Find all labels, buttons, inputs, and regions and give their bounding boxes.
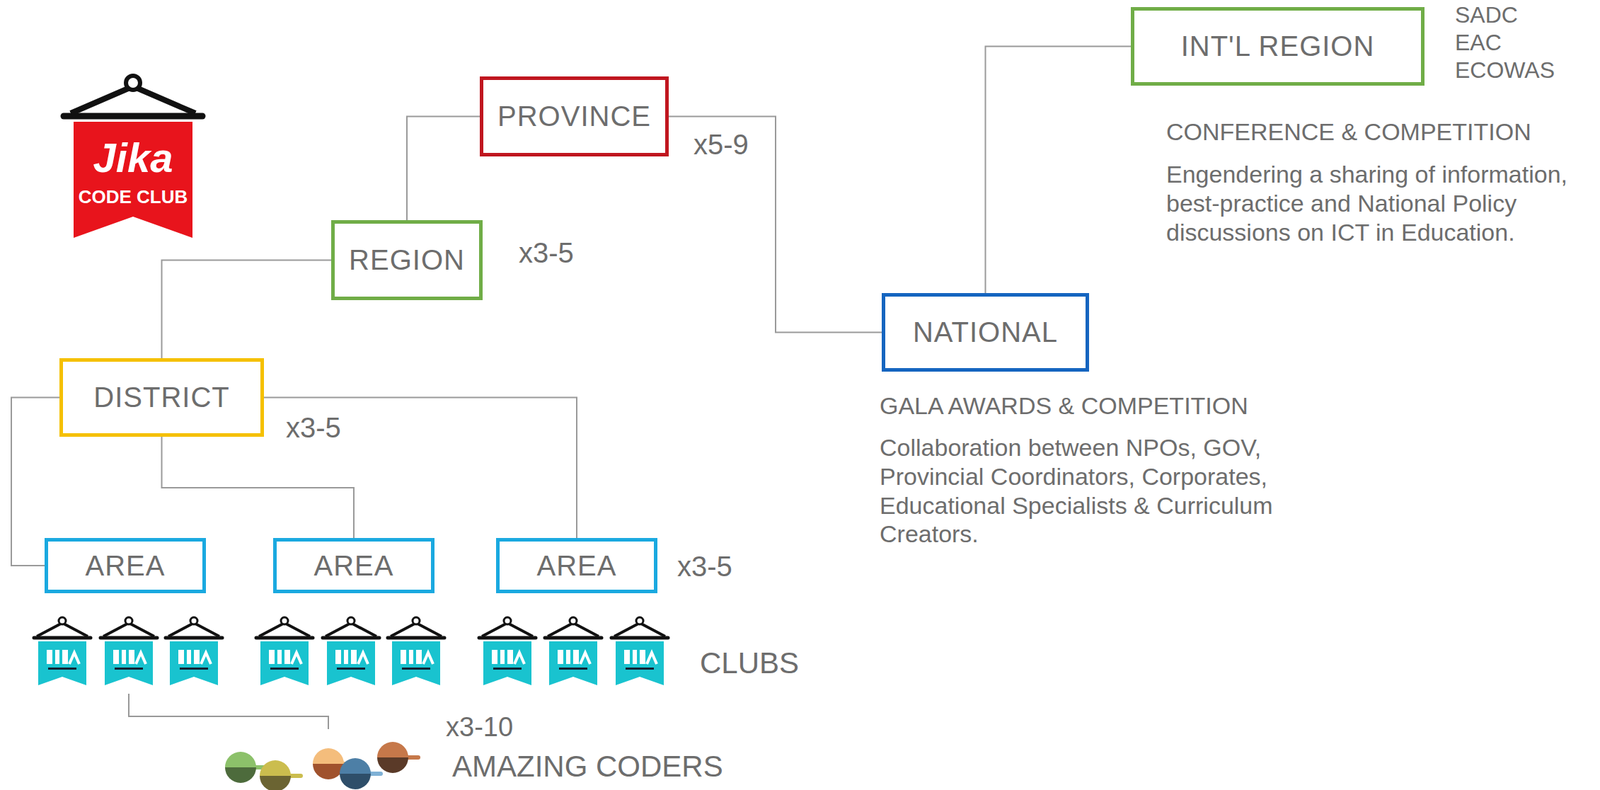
box-label: PROVINCE bbox=[497, 100, 652, 133]
coder-head bbox=[339, 757, 381, 790]
connector bbox=[162, 260, 332, 359]
multiplier: x3-5 bbox=[677, 549, 733, 584]
district-box: DISTRICT bbox=[59, 358, 264, 437]
region-name: SADC bbox=[1454, 1, 1518, 29]
clubs-label: CLUBS bbox=[699, 645, 799, 681]
club-icons bbox=[33, 617, 669, 686]
club-icon bbox=[165, 617, 223, 686]
connector bbox=[668, 116, 882, 333]
leader-line bbox=[128, 693, 329, 729]
box-label: AREA bbox=[537, 549, 618, 582]
club-icon bbox=[611, 617, 669, 686]
coder-heads bbox=[225, 741, 419, 790]
area-box: AREA bbox=[44, 537, 206, 594]
box-label: NATIONAL bbox=[912, 316, 1058, 349]
code-club-banner bbox=[63, 75, 203, 238]
section-heading: CONFERENCE & COMPETITION bbox=[1166, 117, 1532, 147]
coder-head bbox=[377, 741, 419, 773]
intl-region-box: INT'L REGION bbox=[1130, 7, 1425, 86]
region-name: ECOWAS bbox=[1454, 56, 1555, 84]
province-box: PROVINCE bbox=[479, 76, 669, 157]
logo-word: Jika bbox=[90, 133, 176, 183]
section-heading: GALA AWARDS & COMPETITION bbox=[879, 391, 1249, 421]
box-label: INT'L REGION bbox=[1181, 30, 1375, 63]
connector bbox=[162, 436, 355, 538]
club-icon bbox=[544, 617, 602, 686]
club-icon bbox=[33, 617, 91, 686]
box-label: REGION bbox=[348, 244, 465, 276]
multiplier: x3-5 bbox=[285, 410, 342, 445]
area-box: AREA bbox=[273, 537, 435, 594]
logo-caption: CODE CLUB bbox=[76, 186, 190, 209]
coder-head bbox=[259, 760, 301, 790]
section-body: Engendering a sharing of information, be… bbox=[1166, 159, 1584, 247]
club-icon bbox=[256, 617, 313, 686]
connector bbox=[263, 397, 577, 539]
club-icon bbox=[387, 617, 445, 686]
national-box: NATIONAL bbox=[881, 292, 1090, 372]
club-icon bbox=[322, 617, 380, 686]
box-label: AREA bbox=[85, 549, 166, 582]
multiplier: x5-9 bbox=[693, 127, 749, 162]
club-icon bbox=[100, 617, 158, 686]
club-icon bbox=[479, 617, 536, 686]
coders-label: AMAZING CODERS bbox=[452, 748, 724, 785]
multiplier: x3-5 bbox=[518, 235, 574, 270]
multiplier: x3-10 bbox=[445, 711, 514, 744]
region-name: EAC bbox=[1454, 29, 1502, 56]
box-label: DISTRICT bbox=[93, 381, 230, 414]
region-box: REGION bbox=[331, 220, 483, 301]
connector bbox=[406, 116, 480, 221]
box-label: AREA bbox=[314, 549, 395, 582]
connector bbox=[985, 46, 1132, 294]
section-body: Collaboration between NPOs, GOV, Provinc… bbox=[879, 433, 1305, 549]
area-box: AREA bbox=[496, 537, 658, 594]
